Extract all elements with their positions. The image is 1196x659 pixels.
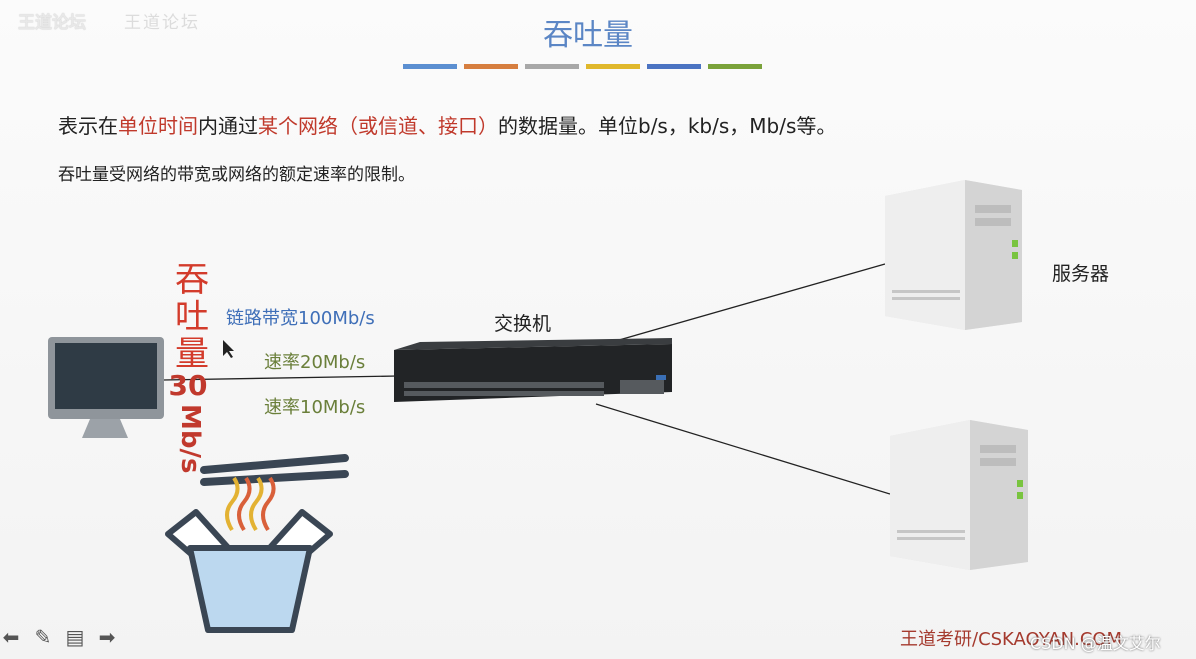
title-color-bars <box>403 64 762 69</box>
footer-brand: 王道考研/CSKAOYAN.COM <box>900 629 1123 650</box>
slides-menu-icon[interactable]: ▤ <box>65 625 85 649</box>
logo-faded-text: 王道论坛 <box>124 13 200 33</box>
color-bar <box>586 64 640 69</box>
pen-icon[interactable]: ✎ <box>34 625 52 649</box>
pc-link-line <box>162 375 399 381</box>
server-icon <box>890 420 1028 570</box>
throughput-unit: Mb/s <box>175 404 205 474</box>
link-bandwidth-label: 链路带宽100Mb/s <box>226 308 375 329</box>
rate-label-1: 速率20Mb/s <box>264 352 366 373</box>
color-bar <box>403 64 457 69</box>
server-icon <box>885 180 1022 330</box>
color-bar <box>525 64 579 69</box>
slide-title: 吞吐量 <box>543 18 633 53</box>
switch-label: 交换机 <box>494 313 552 335</box>
noodle-box-icon <box>165 454 349 633</box>
switch-icon <box>394 338 672 402</box>
color-bar <box>647 64 701 69</box>
arrow-left-icon[interactable]: ⬅ <box>2 625 20 649</box>
server1-link-line <box>611 263 886 343</box>
slideshow-toolbar: ⬅ ✎ ▤ ➡ <box>0 626 118 648</box>
vertical-char: 吞 <box>175 260 209 300</box>
definition-part: 的数据量。单位b/s，kb/s，Mb/s等。 <box>498 114 837 138</box>
throughput-value: 30 Mb/s <box>166 369 210 474</box>
color-bar <box>464 64 518 69</box>
cursor-icon <box>223 340 234 358</box>
arrow-right-icon[interactable]: ➡ <box>98 625 116 649</box>
definition-text: 表示在单位时间内通过某个网络（或信道、接口）的数据量。单位b/s，kb/s，Mb… <box>58 110 836 139</box>
limitation-text: 吞吐量受网络的带宽或网络的额定速率的限制。 <box>58 165 415 185</box>
definition-highlight: 某个网络（或信道、接口） <box>258 114 498 138</box>
rate-label-2: 速率10Mb/s <box>264 397 366 418</box>
vertical-char: 吐 <box>175 297 209 337</box>
throughput-number: 30 <box>168 369 208 402</box>
logo-text: 王道论坛 <box>18 13 86 33</box>
definition-highlight: 单位时间 <box>118 114 198 138</box>
server-label: 服务器 <box>1052 263 1110 285</box>
color-bar <box>708 64 762 69</box>
definition-part: 内通过 <box>198 114 258 138</box>
definition-part: 表示在 <box>58 114 118 138</box>
server2-link-line <box>595 403 891 495</box>
vertical-char: 量 <box>175 334 209 374</box>
throughput-vertical-label: 吞 吐 量 <box>170 262 214 373</box>
csdn-watermark: CSDN @温文艾尔 <box>1030 634 1161 653</box>
monitor-icon <box>48 337 164 438</box>
